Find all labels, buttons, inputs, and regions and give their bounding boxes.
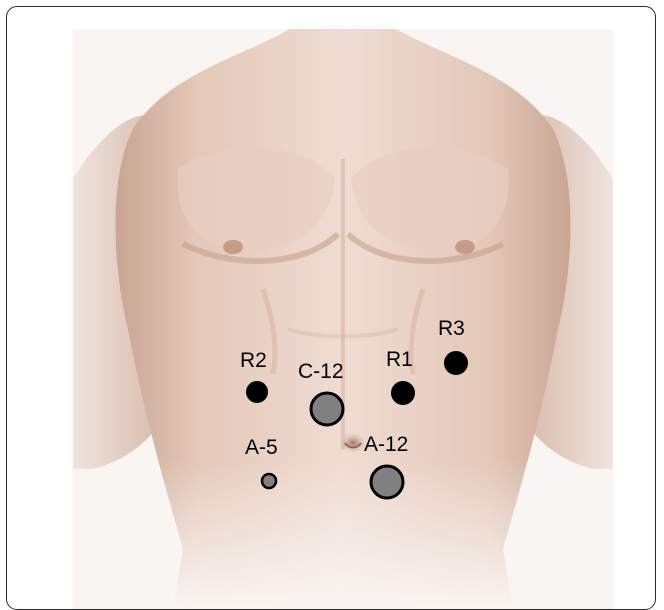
figure-frame: R2 C-12 R1 R3 A-5 A-12: [6, 6, 656, 610]
port-r1-marker: [392, 382, 414, 404]
port-r3-label: R3: [438, 317, 465, 340]
torso-svg: R2 C-12 R1 R3 A-5 A-12: [73, 29, 613, 609]
port-a12-marker: [371, 466, 403, 498]
port-a12-label: A-12: [364, 433, 408, 456]
port-r3-marker: [445, 352, 467, 374]
abdomen-illustration: R2 C-12 R1 R3 A-5 A-12: [73, 29, 613, 609]
port-c12-marker: [311, 393, 343, 425]
port-r2-label: R2: [240, 349, 267, 372]
port-a5-marker: [262, 474, 276, 488]
port-r2-marker: [247, 382, 267, 402]
port-a5-label: A-5: [245, 436, 278, 459]
port-c12-label: C-12: [298, 360, 344, 383]
port-r1-label: R1: [386, 348, 413, 371]
